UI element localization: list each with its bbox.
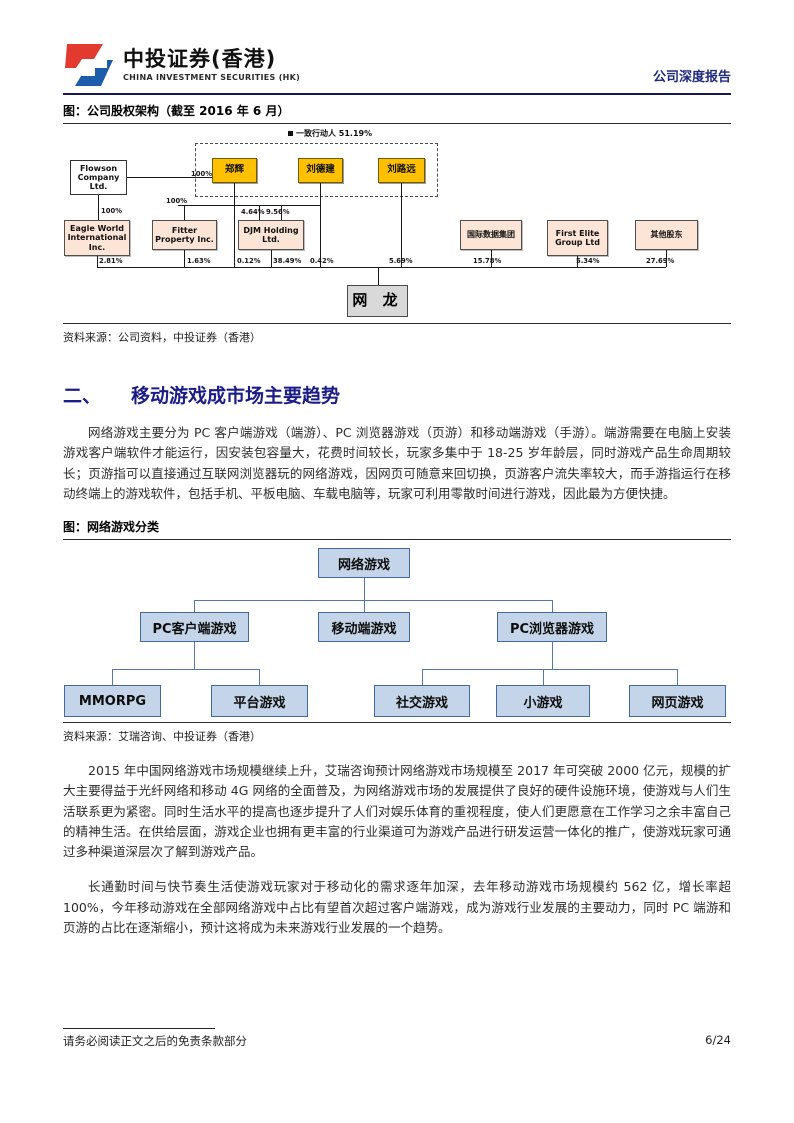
tree-mini-games-box: 小游戏 xyxy=(496,685,590,717)
tree-platform-games-box: 平台游戏 xyxy=(211,685,308,717)
entity-fitter-property-box: Fitter Property Inc. xyxy=(152,220,217,250)
footer-rule xyxy=(63,1028,215,1029)
pct-zhenghui-direct: 0.12% xyxy=(237,257,261,265)
entity-other-shareholders-box: 其他股东 xyxy=(635,220,698,250)
connector xyxy=(112,669,113,685)
connector xyxy=(364,578,365,600)
tree-mmorpg-box: MMORPG xyxy=(64,685,161,717)
brand-text: 中投证券(香港) CHINA INVESTMENT SECURITIES (HK… xyxy=(123,48,300,81)
connector xyxy=(184,250,185,267)
entity-first-elite-box: First Elite Group Ltd xyxy=(547,220,608,256)
connector xyxy=(666,250,667,267)
connector xyxy=(98,195,99,220)
connector xyxy=(422,669,423,685)
pct-djm-right: 9.56% xyxy=(266,208,290,216)
connector xyxy=(194,600,195,612)
shareholder-liudejian-box: 刘德建 xyxy=(298,158,343,183)
connector xyxy=(271,250,272,267)
page-number: 6/24 xyxy=(705,1033,731,1047)
connector xyxy=(577,256,578,267)
company-logo-icon xyxy=(65,44,113,86)
connector xyxy=(552,642,553,669)
connector xyxy=(97,256,98,267)
page-header: 中投证券(香港) CHINA INVESTMENT SECURITIES (HK… xyxy=(63,42,731,95)
netdragon-box: 网 龙 xyxy=(347,285,408,317)
shareholder-zhenghui-box: 郑辉 xyxy=(212,158,257,183)
connector xyxy=(320,183,321,267)
concerted-parties-label: 一致行动人 51.19% xyxy=(288,128,372,139)
pct-djm-left: 4.64% xyxy=(241,208,265,216)
connector xyxy=(491,250,492,267)
fig2-frame: 网络游戏 PC客户端游戏 移动端游戏 PC浏览器游戏 MMORPG xyxy=(63,539,731,723)
tree-mobile-box: 移动端游戏 xyxy=(318,612,410,642)
connector xyxy=(552,600,553,612)
entity-eagle-world-box: Eagle World International Inc. xyxy=(64,220,130,256)
section-title-text: 移动游戏成市场主要趋势 xyxy=(131,385,341,407)
pct-others: 27.69% xyxy=(646,257,675,265)
pct-first-elite: 5.34% xyxy=(576,257,600,265)
connector xyxy=(194,600,553,601)
tree-pc-browser-box: PC浏览器游戏 xyxy=(497,612,607,642)
tree-root-box: 网络游戏 xyxy=(318,548,410,578)
pct-zhenghui-fitter: 100% xyxy=(166,197,187,205)
pct-flowson-eagle: 100% xyxy=(101,207,122,215)
connector xyxy=(112,669,259,670)
equity-structure-chart: 一致行动人 51.19% 郑辉 刘德建 刘路远 Flowson Company … xyxy=(63,127,731,323)
paragraph-1: 网络游戏主要分为 PC 客户端游戏（端游）、PC 浏览器游戏（页游）和移动端游戏… xyxy=(63,425,731,501)
pct-djm: 38.49% xyxy=(273,257,302,265)
pct-idg: 15.78% xyxy=(473,257,502,265)
game-classification-diagram: 网络游戏 PC客户端游戏 移动端游戏 PC浏览器游戏 MMORPG xyxy=(63,544,731,722)
fig1-frame: 一致行动人 51.19% 郑辉 刘德建 刘路远 Flowson Company … xyxy=(63,123,731,324)
connector xyxy=(178,205,320,206)
connector xyxy=(234,183,235,267)
pct-liudejian-direct: 0.42% xyxy=(310,257,334,265)
tree-web-games-box: 网页游戏 xyxy=(629,685,726,717)
fig2-source: 资料来源：艾瑞咨询、中投证券（香港） xyxy=(63,730,261,743)
connector xyxy=(543,669,544,685)
connector xyxy=(184,205,185,220)
pct-liuluyuan-direct: 5.69% xyxy=(389,257,413,265)
pct-eagle: 2.81% xyxy=(99,257,123,265)
legend-square-icon xyxy=(288,131,293,136)
report-type-label: 公司深度报告 xyxy=(652,70,731,85)
connector xyxy=(194,642,195,669)
connector xyxy=(378,267,379,285)
connector xyxy=(364,600,365,612)
entity-idg-box: 国际数据集团 xyxy=(460,220,522,250)
connector-bus xyxy=(97,267,666,268)
paragraph-3: 长通勤时间与快节奏生活使游戏玩家对于移动化的需求逐年加深，去年移动游戏市场规模约… xyxy=(63,879,731,935)
footer-disclaimer: 请务必阅读正文之后的免责条款部分 xyxy=(63,1034,247,1048)
brand-name-en: CHINA INVESTMENT SECURITIES (HK) xyxy=(123,72,301,82)
brand-name-cn: 中投证券(香港) xyxy=(123,47,277,72)
shareholder-liuluyuan-box: 刘路远 xyxy=(378,158,425,183)
connector xyxy=(259,669,260,685)
connector xyxy=(677,669,678,685)
connector xyxy=(422,669,677,670)
connector xyxy=(259,205,260,220)
connector xyxy=(401,183,402,267)
pct-flowson-zhenghui: 100% xyxy=(191,170,212,178)
tree-pc-client-box: PC客户端游戏 xyxy=(140,612,249,642)
connector xyxy=(127,177,212,178)
tree-social-games-box: 社交游戏 xyxy=(374,685,470,717)
fig1-caption: 图：公司股权架构（截至 2016 年 6 月） xyxy=(63,104,290,118)
page-footer: 请务必阅读正文之后的免责条款部分 6/24 xyxy=(63,1028,731,1049)
pct-fitter: 1.63% xyxy=(187,257,211,265)
connector xyxy=(281,205,282,220)
entity-flowson-box: Flowson Company Ltd. xyxy=(70,160,127,195)
section-title: 二、 移动游戏成市场主要趋势 xyxy=(63,381,731,408)
fig2-caption: 图：网络游戏分类 xyxy=(63,520,160,534)
section-number: 二、 xyxy=(63,385,102,407)
paragraph-2: 2015 年中国网络游戏市场规模继续上升，艾瑞咨询预计网络游戏市场规模至 201… xyxy=(63,763,731,859)
entity-djm-holding-box: DJM Holding Ltd. xyxy=(238,220,304,250)
fig1-source: 资料来源：公司资料，中投证券（香港） xyxy=(63,331,261,344)
concerted-parties-group-box xyxy=(195,143,438,197)
brand: 中投证券(香港) CHINA INVESTMENT SECURITIES (HK… xyxy=(63,42,300,88)
